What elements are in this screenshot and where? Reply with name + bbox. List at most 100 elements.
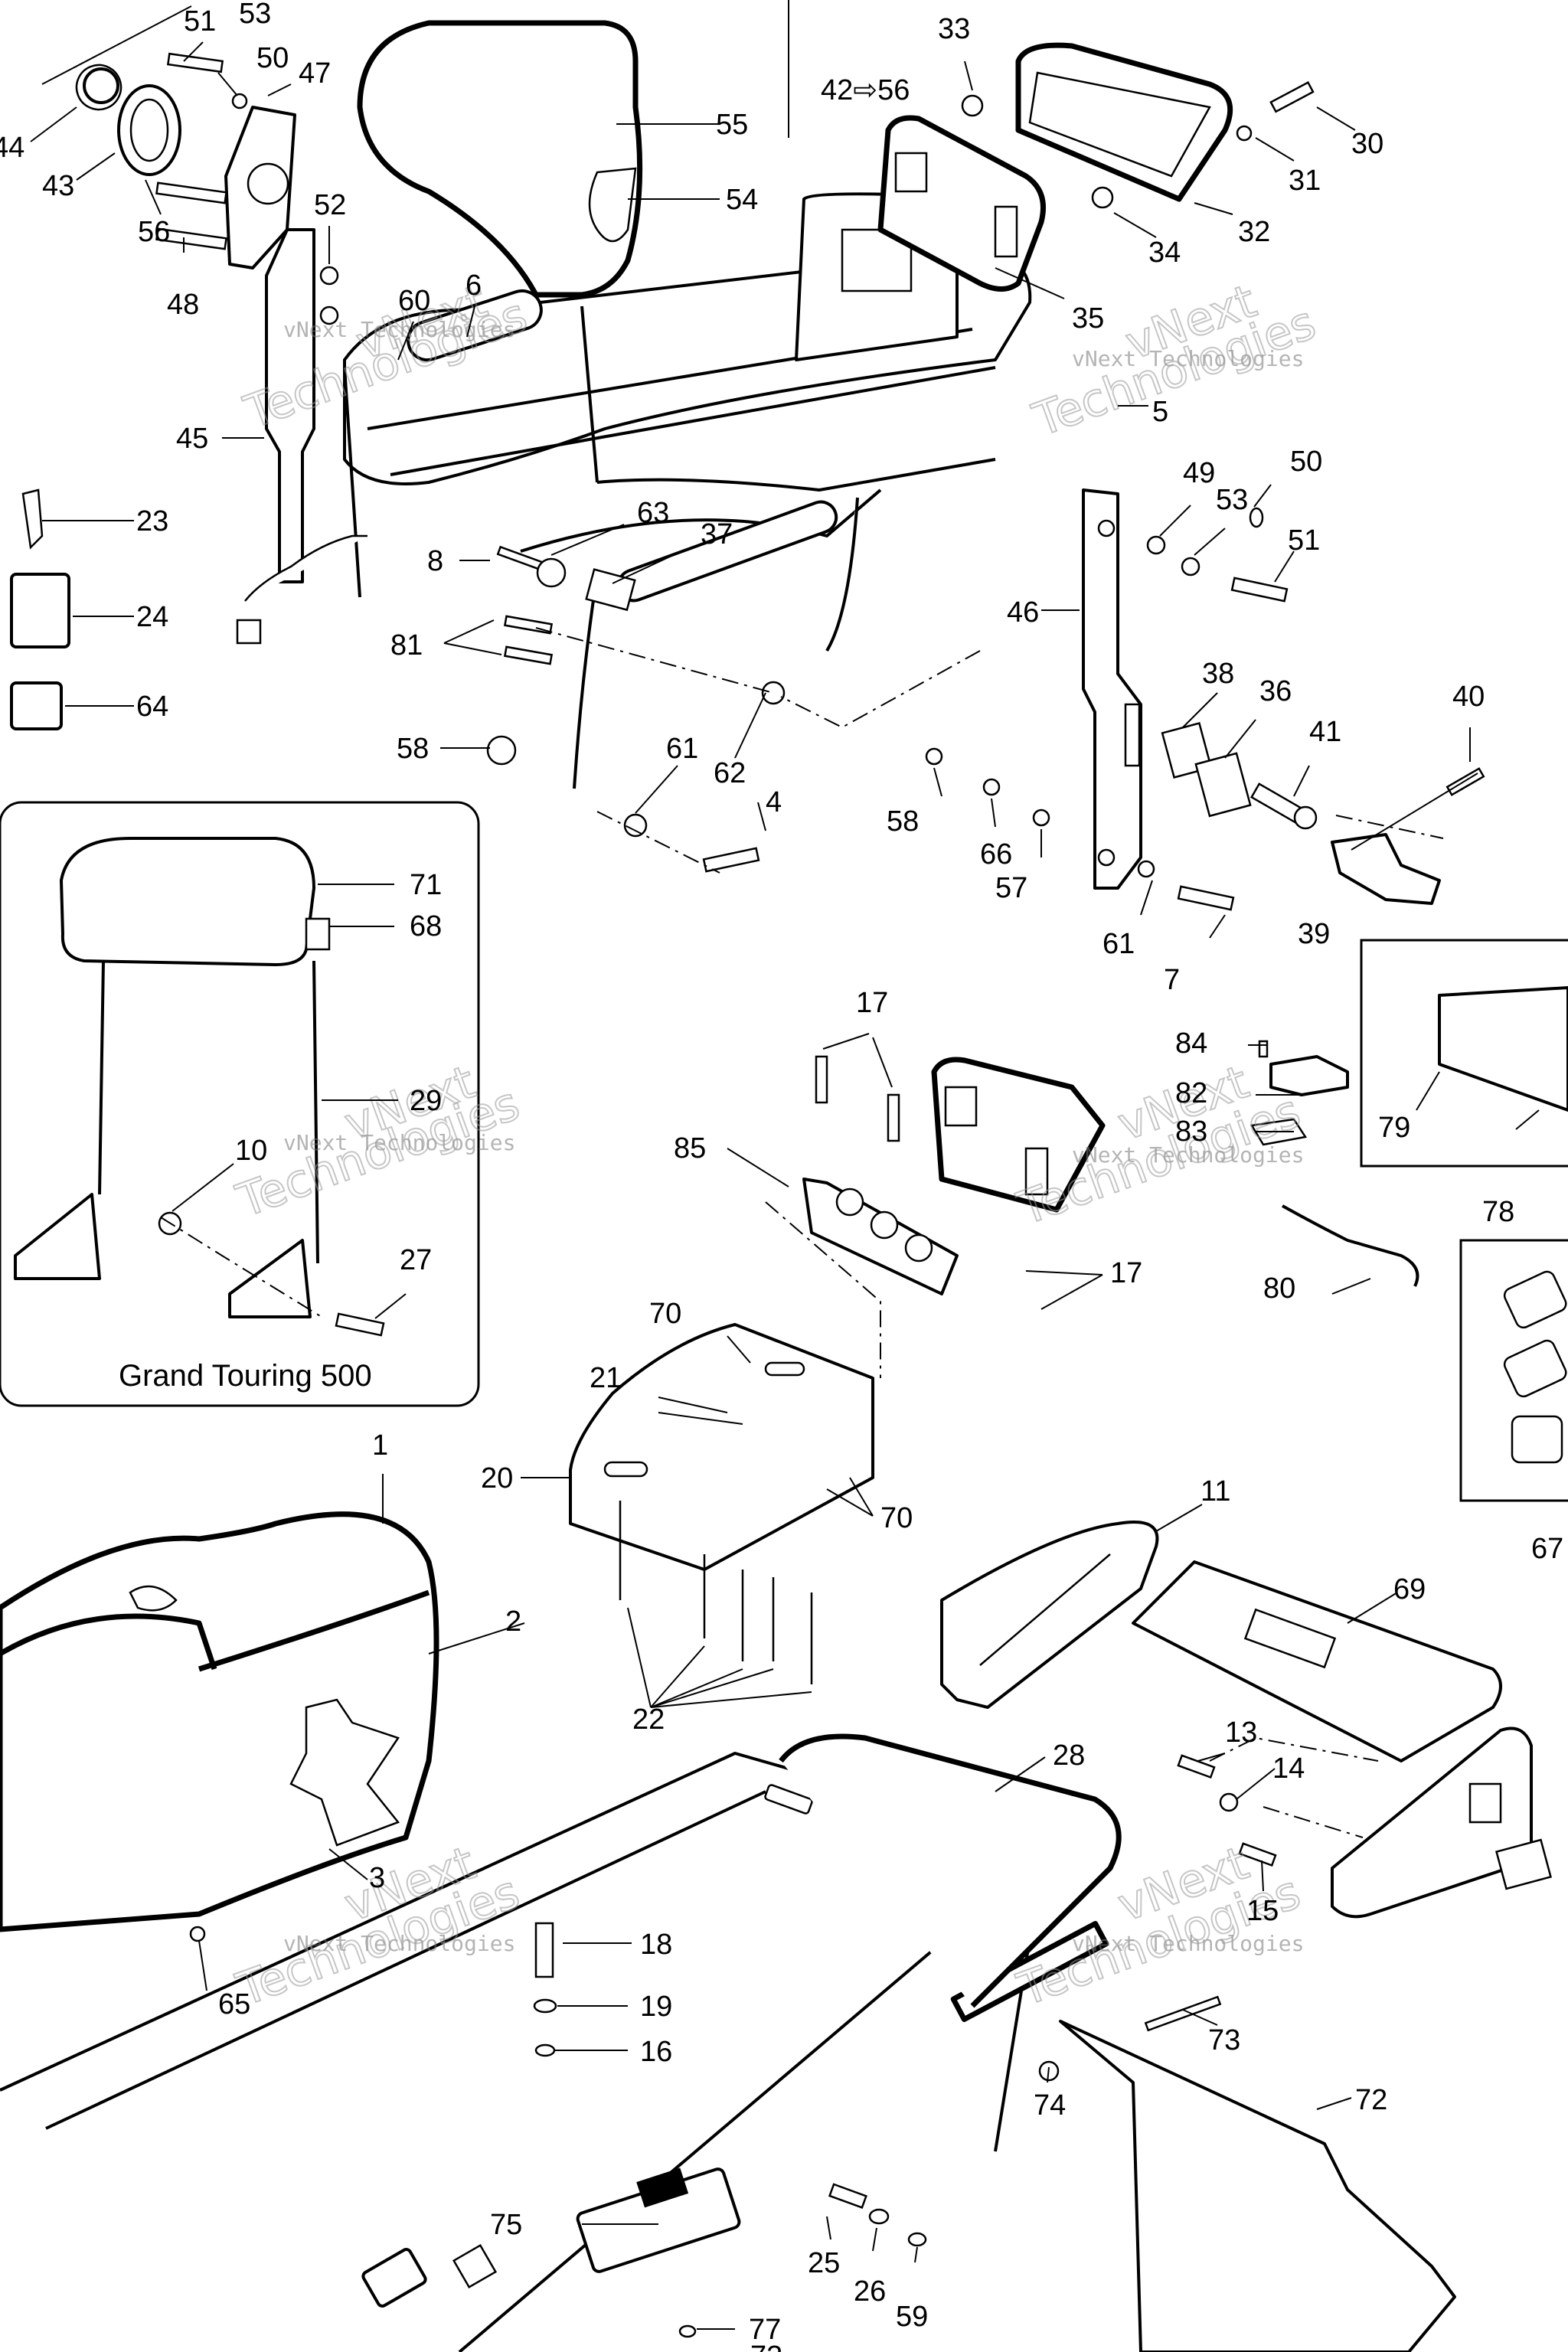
callout-label: 69 bbox=[1393, 1573, 1426, 1606]
variant-caption: Grand Touring 500 bbox=[119, 1359, 372, 1393]
callout-label: 17 bbox=[856, 987, 888, 1019]
callout-label: 39 bbox=[1298, 918, 1330, 950]
callout-label: 67 bbox=[1531, 1533, 1563, 1565]
callout-label: 60 bbox=[398, 285, 430, 317]
watermark-text: vNext Technologies bbox=[283, 1931, 515, 1956]
callout-label: 57 bbox=[995, 872, 1027, 904]
backrest-variant bbox=[14, 837, 385, 1337]
callout-label: 41 bbox=[1309, 716, 1341, 748]
callout-label: 15 bbox=[1246, 1895, 1279, 1927]
callout-label: 71 bbox=[410, 869, 442, 901]
hinge-bracket bbox=[75, 52, 296, 270]
callout-label: 73 bbox=[1208, 2024, 1240, 2056]
callout-label: 64 bbox=[136, 691, 168, 723]
callout-label: 43 bbox=[42, 170, 74, 202]
callout-label: 68 bbox=[410, 910, 442, 942]
connector-24 bbox=[10, 573, 70, 648]
rear-bracket-left bbox=[265, 228, 315, 583]
callout-label: 80 bbox=[1263, 1272, 1295, 1305]
snow-flap-bracket bbox=[950, 1920, 1109, 2023]
callout-label: 3 bbox=[369, 1862, 385, 1894]
callout-label: 61 bbox=[1102, 928, 1135, 960]
callout-label: 6 bbox=[466, 270, 482, 302]
callout-label: 83 bbox=[1175, 1116, 1207, 1148]
tail-light-top bbox=[877, 42, 1233, 292]
callout-label: 56 bbox=[138, 216, 170, 248]
callout-label: 8 bbox=[427, 545, 443, 577]
callout-label: 28 bbox=[1053, 1740, 1085, 1772]
callout-label: 51 bbox=[184, 5, 216, 38]
callout-label: 27 bbox=[400, 1244, 432, 1276]
storage-box bbox=[569, 1323, 874, 1571]
callout-label: 32 bbox=[1238, 216, 1270, 248]
callout-label: 78 bbox=[1482, 1196, 1514, 1228]
callout-label: 84 bbox=[1175, 1027, 1207, 1060]
callout-label: 14 bbox=[1272, 1753, 1305, 1785]
callout-label: 62 bbox=[714, 757, 746, 789]
callout-label: 10 bbox=[235, 1135, 267, 1167]
callout-label: 34 bbox=[1148, 237, 1181, 269]
callout-label: 81 bbox=[390, 629, 423, 662]
callout-label: 31 bbox=[1289, 165, 1321, 197]
backrest-cushion bbox=[357, 20, 643, 298]
assembly-lines bbox=[160, 627, 1444, 1838]
callout-label: 63 bbox=[637, 497, 669, 529]
parts-artwork bbox=[0, 20, 1568, 2352]
callout-label: 45 bbox=[176, 423, 208, 455]
callout-label: 17 bbox=[1110, 1257, 1142, 1289]
watermark-text: vNext Technologies bbox=[1072, 1142, 1304, 1168]
callout-label: 59 bbox=[896, 2301, 928, 2333]
connector-64 bbox=[10, 681, 63, 730]
callout-label: 36 bbox=[1259, 675, 1292, 707]
clip bbox=[21, 488, 44, 550]
callout-label: 85 bbox=[674, 1132, 706, 1165]
watermark-text: vNext Technologies bbox=[1072, 346, 1304, 371]
callout-label: 23 bbox=[136, 505, 168, 537]
callout-label: 18 bbox=[640, 1929, 672, 1961]
callout-label: 61 bbox=[666, 733, 698, 765]
callout-label: 25 bbox=[808, 2247, 840, 2279]
variant-box bbox=[0, 801, 480, 1407]
callout-label: 16 bbox=[640, 2036, 672, 2068]
callout-label: 74 bbox=[1034, 2089, 1066, 2122]
callout-label: 22 bbox=[632, 1704, 665, 1736]
callout-label: 77 bbox=[749, 2314, 781, 2346]
snow-flap bbox=[1059, 2020, 1456, 2352]
watermark-text: vNext Technologies bbox=[283, 1130, 515, 1155]
callout-label: 5 bbox=[1152, 396, 1168, 428]
callout-label: 11 bbox=[1200, 1475, 1230, 1508]
callout-label: 79 bbox=[1378, 1112, 1410, 1144]
callout-label: 52 bbox=[314, 189, 346, 221]
callout-label: 72 bbox=[1355, 2084, 1387, 2116]
wrench bbox=[1282, 1204, 1419, 1287]
rear-bracket-right bbox=[1082, 488, 1142, 890]
callout-label: 21 bbox=[590, 1362, 622, 1394]
callout-label: 1 bbox=[372, 1429, 388, 1462]
callout-label: 24 bbox=[136, 601, 168, 633]
callout-label: 42⇨56 bbox=[821, 74, 910, 106]
callout-label: 58 bbox=[397, 733, 429, 765]
callout-label: 35 bbox=[1072, 302, 1104, 335]
callout-label: 75 bbox=[490, 2209, 522, 2241]
callout-label: 49 bbox=[1183, 457, 1215, 489]
callout-label: 47 bbox=[299, 57, 331, 90]
callout-label: 48 bbox=[167, 289, 199, 321]
callout-label: 65 bbox=[218, 1988, 250, 2020]
callout-label: 4 bbox=[766, 786, 782, 818]
callout-label: 50 bbox=[1290, 446, 1322, 478]
callout-label: 50 bbox=[256, 42, 289, 74]
callout-label: 7 bbox=[1164, 964, 1180, 996]
callout-label: 58 bbox=[887, 805, 919, 838]
callout-label: 20 bbox=[481, 1462, 513, 1494]
callout-label: 53 bbox=[1216, 484, 1248, 516]
callout-label: 66 bbox=[980, 838, 1012, 871]
callout-label: 40 bbox=[1452, 681, 1485, 713]
callout-leaders bbox=[30, 0, 1540, 2330]
callout-label: 53 bbox=[239, 0, 271, 30]
callout-label: 44 bbox=[0, 132, 24, 164]
watermark-text: vNext Technologies bbox=[1072, 1931, 1304, 1956]
callout-label: 73 bbox=[750, 2341, 782, 2352]
callout-label: 13 bbox=[1225, 1717, 1257, 1749]
